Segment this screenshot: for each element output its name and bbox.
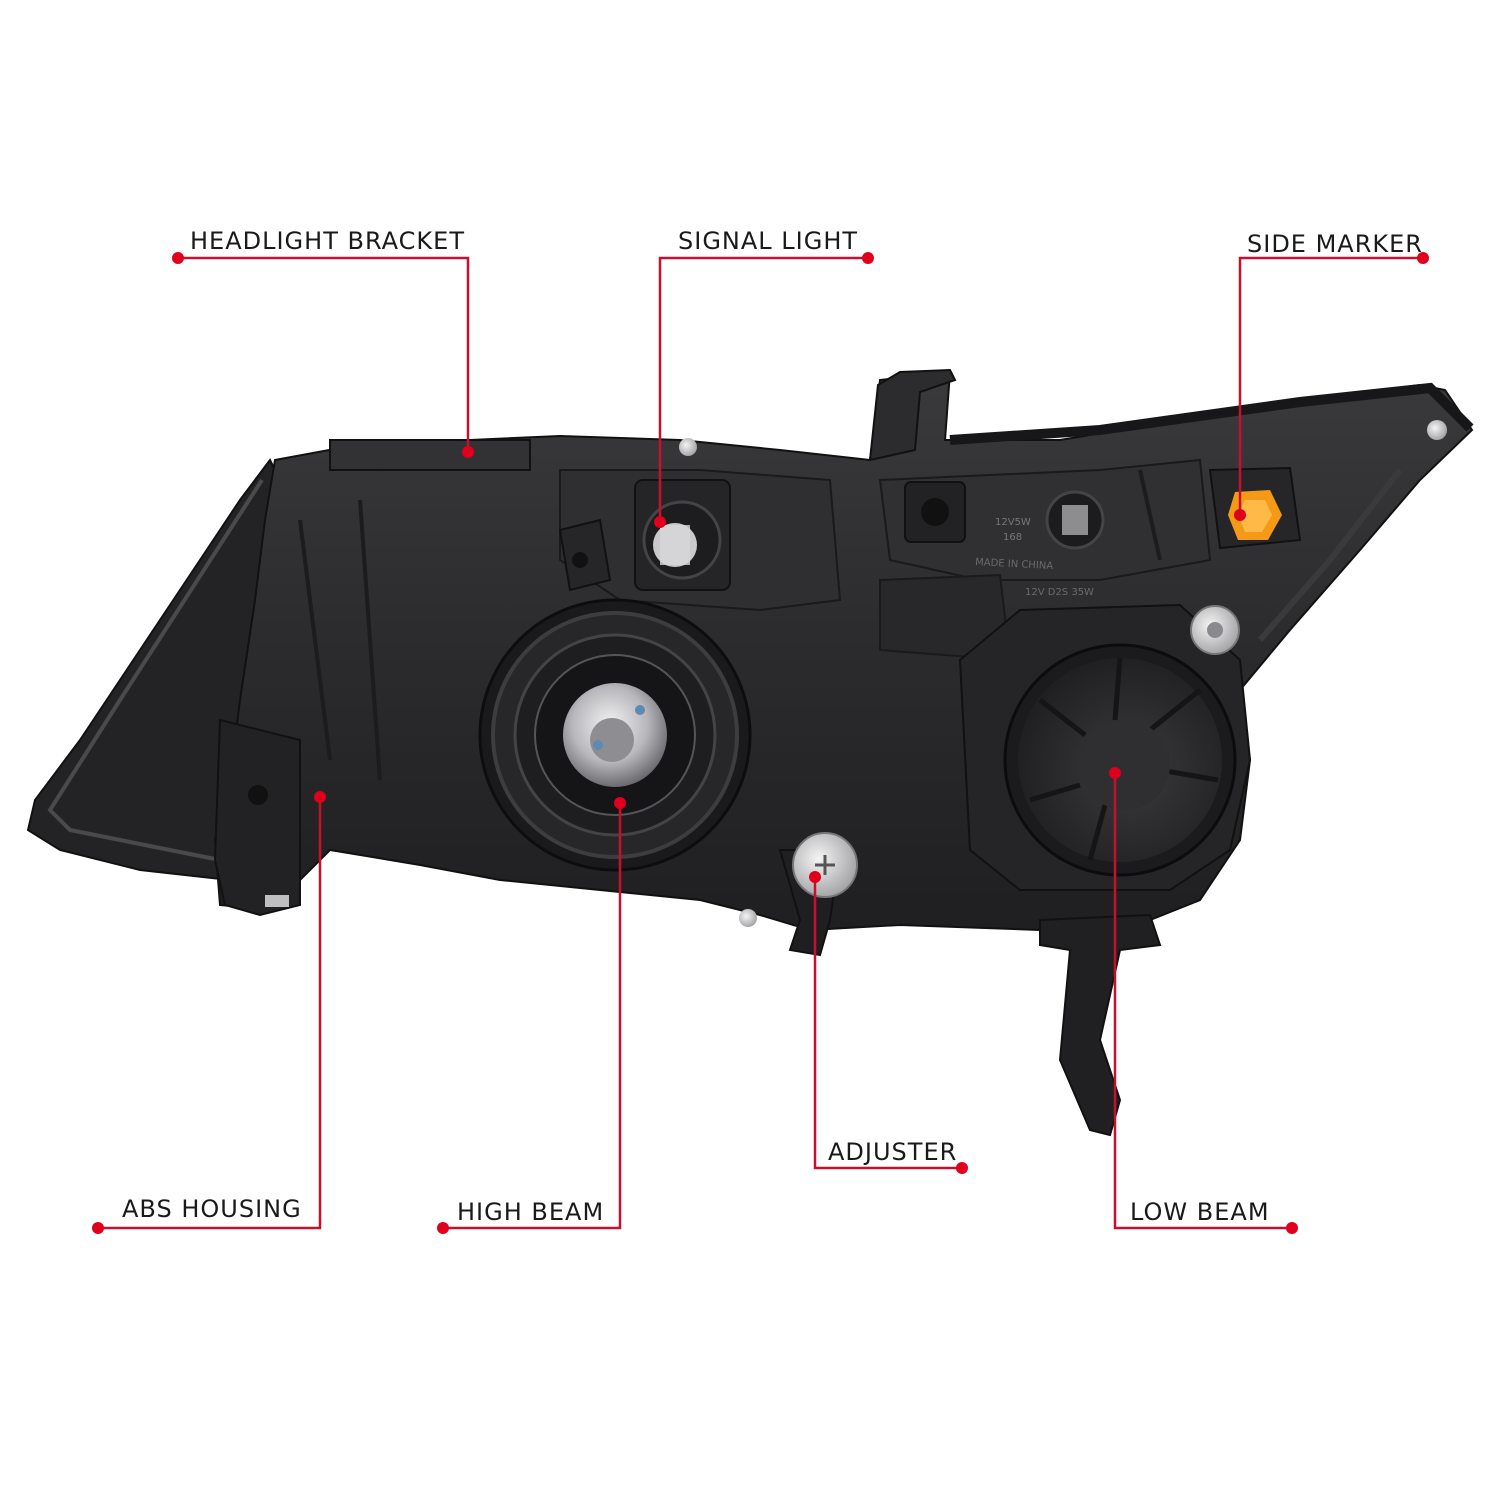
callout-dots: [92, 252, 1429, 1234]
label-abs-housing: ABS HOUSING: [122, 1195, 302, 1223]
low-beam-cap: [958, 603, 1252, 891]
label-headlight-bracket: HEADLIGHT BRACKET: [190, 227, 465, 255]
hid-rating-text: 12V D2S 35W: [1025, 587, 1094, 598]
label-side-marker: SIDE MARKER: [1247, 230, 1423, 258]
bulb-code-text: 12V5W: [995, 517, 1031, 528]
adjuster-screw: [778, 832, 858, 957]
label-signal-light: SIGNAL LIGHT: [678, 227, 859, 255]
abs-bracket-tab: [213, 718, 301, 917]
label-low-beam: LOW BEAM: [1130, 1198, 1270, 1226]
signal-light-socket: [634, 479, 731, 591]
label-adjuster: ADJUSTER: [828, 1138, 958, 1166]
label-high-beam: HIGH BEAM: [457, 1198, 605, 1226]
lower-mount-arm: [1039, 913, 1162, 1137]
callout-lines: [98, 256, 1423, 1230]
top-mount-tab: [868, 368, 957, 462]
bulb-number-text: 168: [1003, 532, 1022, 543]
origin-text: MADE IN CHINA: [975, 557, 1054, 572]
high-beam-assembly: [478, 598, 752, 872]
side-marker-socket: [1208, 466, 1302, 550]
